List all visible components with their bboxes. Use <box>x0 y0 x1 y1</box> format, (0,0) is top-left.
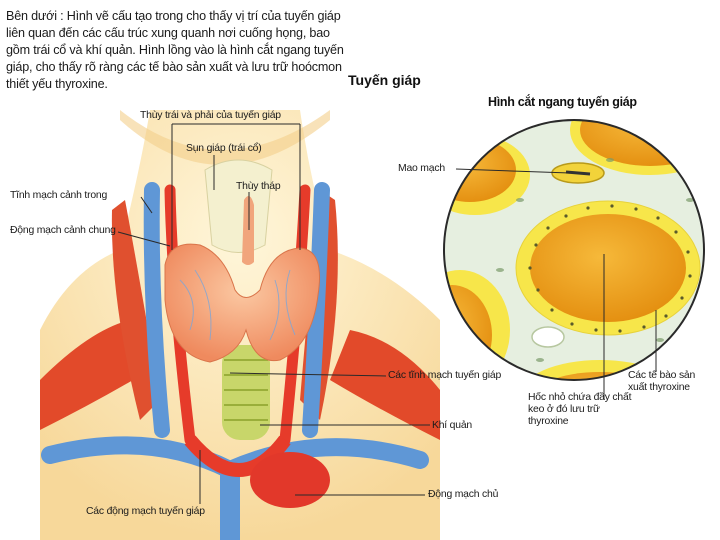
jugular-vein-left <box>143 182 170 438</box>
inset-title: Hình cắt ngang tuyến giáp <box>488 95 637 109</box>
trachea-rings <box>222 345 270 440</box>
label-trachea: Khí quản <box>432 420 472 431</box>
label-pyramidal-lobe: Thùy tháp <box>236 181 281 192</box>
follicle-main <box>515 200 701 336</box>
label-common-carotid-artery: Động mạch cảnh chung <box>10 225 116 236</box>
intro-paragraph: Bên dưới : Hình vẽ cấu tạo trong cho thấ… <box>6 9 344 91</box>
jugular-vein-right <box>302 182 330 438</box>
neck-muscle-left <box>111 200 160 420</box>
label-thyroid-cartilage: Sụn giáp (trái cổ) <box>186 143 262 154</box>
label-capillary: Mao mạch <box>398 163 445 174</box>
label-thyroxine-cells: Các tế bào sản xuất thyroxine <box>628 370 696 393</box>
small-cell <box>531 326 565 348</box>
thyroid-vessels <box>179 269 296 341</box>
label-thyroid-arteries: Các động mạch tuyến giáp <box>86 506 205 517</box>
larynx <box>204 159 273 253</box>
muscle-right <box>330 330 440 440</box>
label-left-right-lobes: Thùy trái và phải của tuyến giáp <box>140 110 281 121</box>
aorta <box>250 452 330 508</box>
aortic-arch <box>184 435 291 477</box>
leader-lines <box>117 123 657 504</box>
muscle-left <box>40 320 150 430</box>
capillary-shape <box>551 162 605 184</box>
main-title: Tuyến giáp <box>348 72 421 88</box>
thyroid-gland <box>164 243 320 363</box>
label-aorta: Động mạch chủ <box>428 489 499 500</box>
label-internal-jugular-vein: Tĩnh mạch cảnh trong <box>10 190 108 201</box>
follicle-topleft <box>444 135 530 215</box>
pyramidal-lobe-shape <box>242 196 254 265</box>
label-thyroid-veins: Các tĩnh mạch tuyến giáp <box>388 370 502 381</box>
label-follicle-cavity: Hốc nhỏ chứa đầy chất keo ở đó lưu trữ t… <box>528 392 632 427</box>
